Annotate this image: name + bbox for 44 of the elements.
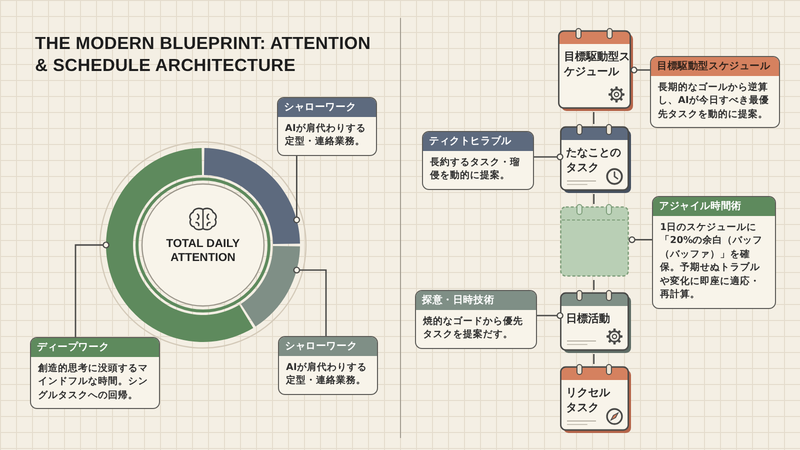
connector-line: [593, 280, 595, 290]
callout-box: [422, 131, 534, 190]
callout-box: [415, 290, 537, 349]
connector-line: [293, 156, 300, 224]
callout-box: [278, 336, 378, 395]
callout-text: AIが肩代わりする定型・連絡業務。: [284, 122, 367, 150]
calendar-label: 目標駆動型スケジュール: [564, 50, 630, 80]
callout-text: 長期的なゴールから逆算し、AIが今日すべき最優先タスクを動的に提案。: [657, 80, 770, 122]
callout-text: 長約するタスク・瑠侵を動的に提案。: [428, 156, 521, 184]
callout-title: アジャイル時間術: [653, 197, 775, 216]
calendar-label: リクセルタスク: [566, 386, 611, 416]
connector-line: [630, 66, 650, 74]
callout-box: [652, 196, 776, 309]
callout-box: [650, 56, 780, 128]
connector-line: [593, 112, 594, 124]
callout-box: [30, 337, 160, 410]
callout-title: ディープワーク: [31, 338, 159, 357]
callout-title: シャローワーク: [279, 337, 377, 356]
connector-line: [593, 354, 595, 364]
callout-title: シャローワーク: [278, 98, 376, 117]
callout-box: [277, 97, 377, 156]
callout-title: ティクトヒラブル: [423, 132, 533, 151]
callout-title: 目標駆動型スケジュール: [651, 57, 779, 76]
calendar-card: [558, 28, 634, 112]
callout-text: AIが肩代わりする定型・連絡業務。: [284, 360, 368, 388]
title: THE MODERN BLUEPRINT: ATTENTION & SCHEDULE ARCHITECTURE: [35, 32, 372, 77]
connector-line: [537, 312, 564, 319]
ring-segment: [240, 246, 300, 327]
ring-segment: [106, 148, 254, 342]
callout-text: 1日のスケジュールに「20%の余白（バッフ（バッファ）」を確保。予期せぬトラブルや変化に即座に適応・再計算。: [658, 221, 764, 302]
callout-text: 焼的なゴードから優先タスクを提案だす。: [422, 315, 524, 342]
callout-text: 創造的思考に没頭するマインドフルな時間。シングルタスクへの回帰。: [37, 362, 149, 403]
calendar-label: 日標活動: [566, 312, 611, 327]
center-label: TOTAL DAILY ATTENTION: [165, 237, 241, 266]
connector-line: [74, 242, 110, 337]
calendar-card: [560, 364, 632, 434]
connector-line: [628, 236, 652, 244]
calendar-label: たなことのタスク: [566, 146, 622, 176]
connector-line: [593, 194, 595, 204]
connector-line: [534, 154, 564, 160]
calendar-card: [560, 124, 632, 194]
callout-title: 探意・日時技術: [416, 291, 536, 310]
connector-line: [293, 266, 327, 336]
calendar-card: [560, 290, 632, 354]
